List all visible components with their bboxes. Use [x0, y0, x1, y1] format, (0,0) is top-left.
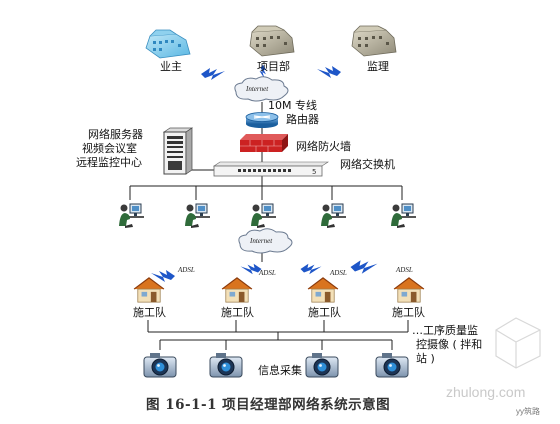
internet-cloud-mid-icon: [238, 228, 293, 254]
camera-note-line-3: 站 ): [416, 352, 435, 365]
camera-3-icon: [305, 352, 339, 378]
construction-team-2-icon: [221, 277, 253, 303]
adsl-label-1: ADSL: [178, 266, 195, 274]
firewall-label: 网络防火墙: [296, 140, 351, 153]
camera-4-icon: [375, 352, 409, 378]
construction-team-label-3: 施工队: [308, 306, 341, 319]
wireless-link-supervisor-icon: [317, 66, 341, 78]
internet-cloud-top-icon: [234, 76, 289, 102]
workstation-5-icon: [390, 203, 417, 229]
svg-text:5: 5: [312, 168, 316, 176]
wireless-link-team1-icon: [151, 270, 175, 282]
wireless-link-team4-icon: [350, 260, 378, 274]
supervisor-building-icon: [351, 25, 397, 57]
server-label-2: 视频会议室: [82, 142, 137, 155]
workstation-4-icon: [320, 203, 347, 229]
server-label-1: 网络服务器: [88, 128, 143, 141]
workstation-2-icon: [184, 203, 211, 229]
dedicated-line-label: 10M 专线: [268, 99, 317, 112]
camera-note-line-2: 控摄像 ( 拌和: [416, 338, 483, 351]
server-rack-icon: [162, 127, 194, 175]
network-switch-icon: 5: [213, 161, 329, 177]
internet-top-label: Internet: [246, 85, 269, 93]
watermark-text: zhulong.com: [446, 384, 526, 400]
owner-label: 业主: [160, 60, 182, 73]
construction-team-4-icon: [393, 277, 425, 303]
switch-label: 网络交换机: [340, 158, 395, 171]
adsl-label-3: ADSL: [330, 269, 347, 277]
adsl-label-2: ADSL: [259, 269, 276, 277]
project-dept-label: 项目部: [257, 60, 290, 73]
server-label-3: 远程监控中心: [76, 156, 142, 169]
corner-watermark: yy筑路: [516, 407, 540, 416]
wireless-link-owner-icon: [201, 68, 225, 80]
construction-team-label-1: 施工队: [133, 306, 166, 319]
adsl-label-4: ADSL: [396, 266, 413, 274]
workstation-1-icon: [118, 203, 145, 229]
internet-mid-label: Internet: [250, 237, 273, 245]
figure-caption: 图 16-1-1 项目经理部网络系统示意图: [146, 397, 391, 413]
wireless-link-team3-icon: [300, 263, 322, 275]
construction-team-3-icon: [307, 277, 339, 303]
camera-note-line-1: …工序质量监: [412, 324, 478, 337]
camera-2-icon: [209, 352, 243, 378]
router-label: 路由器: [286, 113, 319, 126]
firewall-icon: [240, 134, 288, 152]
info-collection-label: 信息采集: [258, 364, 302, 377]
construction-team-label-4: 施工队: [392, 306, 425, 319]
router-icon: [245, 112, 279, 128]
owner-building-icon: [145, 29, 191, 59]
project-dept-building-icon: [249, 25, 295, 57]
supervisor-label: 监理: [367, 60, 389, 73]
workstation-3-icon: [250, 203, 277, 229]
construction-team-1-icon: [133, 277, 165, 303]
watermark-logo-icon: [495, 317, 541, 369]
construction-team-label-2: 施工队: [221, 306, 254, 319]
camera-1-icon: [143, 352, 177, 378]
